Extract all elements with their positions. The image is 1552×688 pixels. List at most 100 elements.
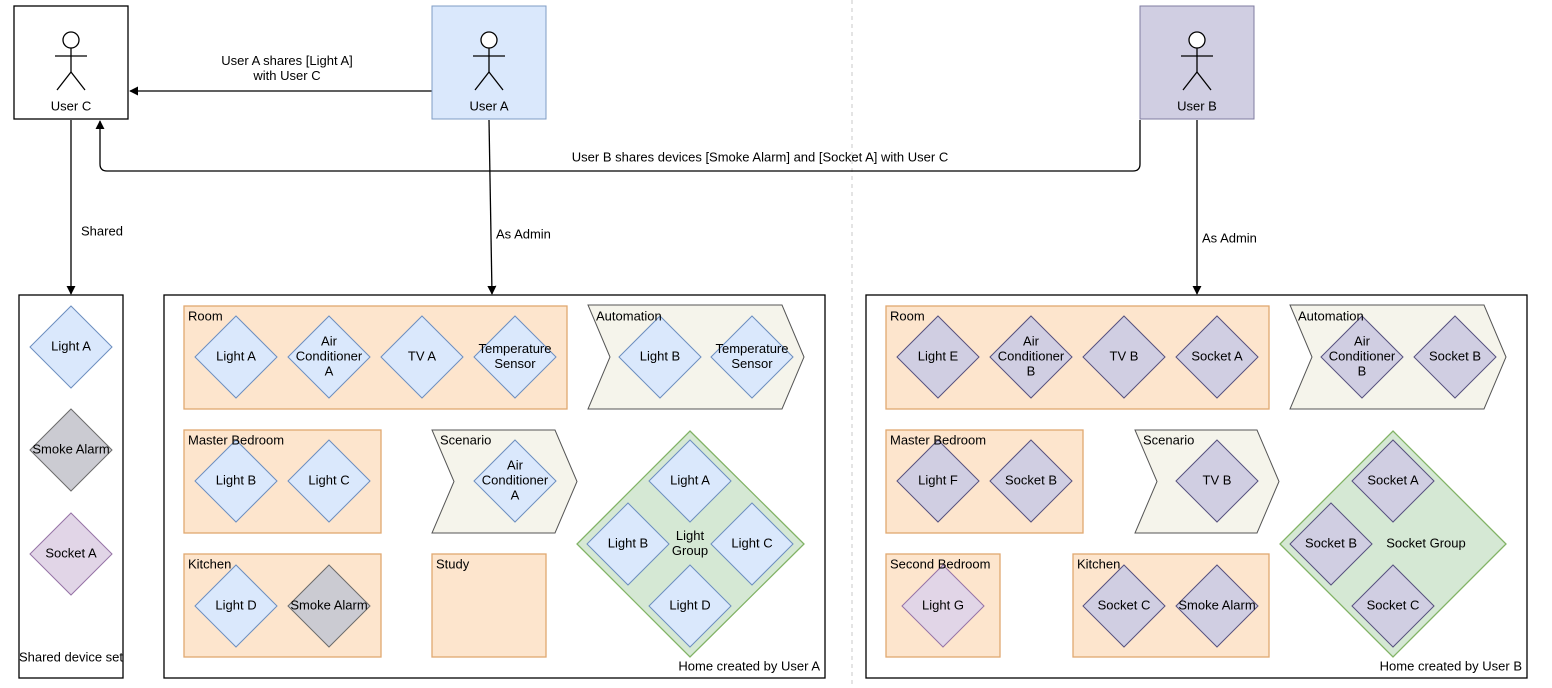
device-label: Socket A	[45, 545, 97, 560]
device-label: Smoke Alarm	[1178, 597, 1255, 612]
home-b-group-label: Socket Group	[1386, 535, 1466, 550]
device-light-b	[618, 315, 702, 399]
device-label: Light A	[51, 338, 91, 353]
home-a-kitchen-label: Kitchen	[188, 556, 231, 571]
device-label: Conditioner	[1329, 348, 1396, 363]
device-label: Smoke Alarm	[32, 441, 109, 456]
user-a-label: User A	[469, 98, 508, 113]
device-smoke-alarm	[1175, 564, 1259, 648]
device-label: TV B	[1110, 348, 1139, 363]
person-icon	[1181, 31, 1213, 91]
device-label: Light F	[918, 472, 958, 487]
device-label: Air	[1023, 333, 1040, 348]
device-socket-a	[1351, 439, 1435, 523]
device-light-a	[648, 439, 732, 523]
device-temperature-sensor	[473, 315, 557, 399]
person-leg	[1196, 71, 1212, 91]
home-a-scenario-label: Scenario	[440, 432, 491, 447]
device-air-conditioner-b	[989, 315, 1073, 399]
home-b-kitchen-label: Kitchen	[1077, 556, 1120, 571]
device-label: Socket A	[1367, 472, 1419, 487]
person-leg	[474, 71, 490, 91]
edge-label-a-to-c: User A shares [Light A]	[221, 53, 353, 68]
device-label: Light A	[670, 472, 710, 487]
device-label: Socket C	[1367, 597, 1420, 612]
device-air-conditioner-a	[287, 315, 371, 399]
device-label: Light C	[731, 535, 772, 550]
person-icon	[55, 31, 87, 91]
device-light-f	[896, 439, 980, 523]
device-label: Light G	[922, 597, 964, 612]
person-leg	[56, 71, 72, 91]
device-label: Socket C	[1098, 597, 1151, 612]
device-label: Sensor	[731, 356, 773, 371]
device-air-conditioner-b	[1320, 315, 1404, 399]
device-label: TV A	[408, 348, 437, 363]
home-b-label: Home created by User B	[1380, 658, 1522, 673]
edge-a-admin	[487, 119, 497, 295]
home-a-light-group	[576, 430, 805, 658]
device-socket-c	[1351, 564, 1435, 648]
device-label: Light E	[918, 348, 959, 363]
device-label: Light B	[640, 348, 680, 363]
device-label: Conditioner	[482, 472, 549, 487]
edge-label-a-to-c: with User C	[252, 68, 320, 83]
home-a-automation-label: Automation	[596, 308, 662, 323]
home-a-study-label: Study	[436, 556, 470, 571]
labels: User C User A User B User A shares [Light A…	[19, 53, 1522, 674]
device-label: Conditioner	[296, 348, 363, 363]
device-label: A	[511, 487, 520, 502]
device-light-c	[287, 439, 371, 523]
user-c-label: User C	[51, 98, 91, 113]
device-smoke-alarm	[287, 564, 371, 648]
device-light-b	[586, 502, 670, 586]
home-a-master-bedroom-label: Master Bedroom	[188, 432, 284, 447]
device-label: Temperature	[716, 341, 789, 356]
device-label: Conditioner	[998, 348, 1065, 363]
device-label: Light C	[308, 472, 349, 487]
home-a-group-label: Group	[672, 543, 708, 558]
home-a-label: Home created by User A	[678, 658, 820, 673]
device-label: Temperature	[479, 341, 552, 356]
device-label: Light D	[215, 597, 256, 612]
device-socket-b	[1413, 315, 1497, 399]
device-label: B	[1358, 363, 1367, 378]
shared-set-label: Shared device set	[19, 649, 123, 664]
user-b-label: User B	[1177, 98, 1217, 113]
edge-label-a-admin: As Admin	[496, 226, 551, 241]
home-b-scenario-label: Scenario	[1143, 432, 1194, 447]
device-label: A	[325, 363, 334, 378]
person-head	[480, 31, 498, 49]
home-a-group-label: Light	[676, 528, 705, 543]
device-light-c	[710, 502, 794, 586]
device-air-conditioner-a	[473, 439, 557, 523]
device-light-e	[896, 315, 980, 399]
device-label: Light D	[669, 597, 710, 612]
device-light-g	[901, 564, 985, 648]
device-label: Light A	[216, 348, 256, 363]
device-light-a	[194, 315, 278, 399]
device-label: Smoke Alarm	[290, 597, 367, 612]
device-socket-c	[1082, 564, 1166, 648]
device-smoke-alarm	[29, 408, 113, 492]
device-light-d	[194, 564, 278, 648]
device-label: Socket B	[1429, 348, 1481, 363]
device-label: Socket A	[1191, 348, 1243, 363]
device-temperature-sensor	[710, 315, 794, 399]
edge-b-to-c	[95, 120, 1141, 172]
edge-label-b-admin: As Admin	[1202, 230, 1257, 245]
nodes	[13, 5, 1528, 679]
person-leg	[1182, 71, 1198, 91]
device-light-d	[648, 564, 732, 648]
person-leg	[70, 71, 86, 91]
edge-label-shared: Shared	[81, 223, 123, 238]
device-label: Air	[1354, 333, 1371, 348]
home-b-automation-label: Automation	[1298, 308, 1364, 323]
device-label: B	[1027, 363, 1036, 378]
device-tv-b	[1082, 315, 1166, 399]
home-b-master-bedroom-label: Master Bedroom	[890, 432, 986, 447]
edges	[66, 86, 1202, 295]
device-light-a	[29, 305, 113, 389]
home-b-socket-group	[1279, 430, 1507, 658]
